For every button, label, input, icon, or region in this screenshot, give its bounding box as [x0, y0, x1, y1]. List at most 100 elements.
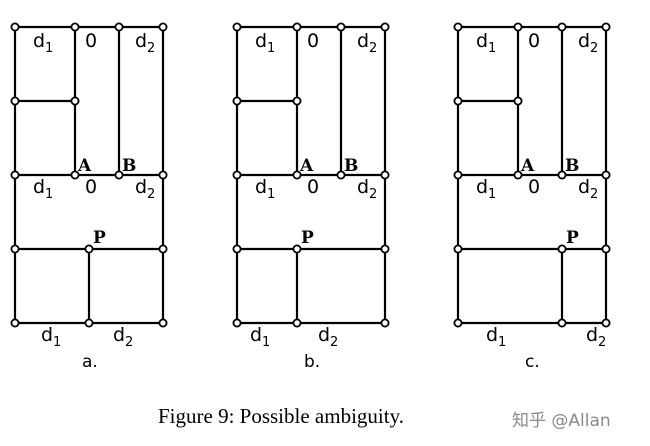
label-d1-bottom-subscript: 1 [262, 335, 270, 350]
node-13 [232, 318, 242, 328]
node-12 [601, 244, 611, 254]
label-d1-middle: d [255, 176, 267, 198]
node-12 [158, 244, 168, 254]
label-d1-middle: d [476, 176, 488, 198]
label-d1-middle-subscript: 1 [267, 187, 275, 202]
label-d2-bottom-subscript: 2 [598, 335, 606, 350]
label-zero-middle: 0 [307, 176, 319, 198]
label-d1-top-subscript: 1 [267, 41, 275, 56]
panel-letter-b: b. [304, 352, 320, 372]
label-d2-bottom: d [318, 324, 330, 346]
label-P: P [566, 228, 579, 248]
node-11 [292, 244, 302, 254]
node-14 [292, 318, 302, 328]
node-3 [601, 22, 611, 32]
node-6 [10, 170, 20, 180]
label-d1-middle-subscript: 1 [488, 187, 496, 202]
label-d1-top: d [476, 30, 488, 52]
node-2 [114, 22, 124, 32]
node-3 [158, 22, 168, 32]
label-d2-middle-subscript: 2 [147, 187, 155, 202]
node-0 [232, 22, 242, 32]
panel-letter-c: c. [525, 352, 540, 372]
watermark-text: 知乎 @Allan [512, 411, 611, 431]
node-0 [453, 22, 463, 32]
node-8 [557, 170, 567, 180]
node-10 [10, 244, 20, 254]
label-A: A [520, 156, 535, 176]
panel-letter-a: a. [82, 352, 98, 372]
node-1 [70, 22, 80, 32]
label-B: B [565, 156, 579, 176]
figure-caption: Figure 9: Possible ambiguity. [158, 404, 404, 428]
label-d2-top: d [578, 30, 590, 52]
label-d1-bottom: d [41, 324, 53, 346]
label-d1-top-subscript: 1 [488, 41, 496, 56]
node-10 [453, 244, 463, 254]
label-d2-top-subscript: 2 [369, 41, 377, 56]
label-zero-top: 0 [85, 30, 97, 52]
node-2 [336, 22, 346, 32]
label-d2-top: d [357, 30, 369, 52]
label-A: A [77, 156, 92, 176]
node-14 [84, 318, 94, 328]
label-d1-top: d [33, 30, 45, 52]
node-5 [513, 96, 523, 106]
node-14 [557, 318, 567, 328]
label-d2-middle-subscript: 2 [590, 187, 598, 202]
node-15 [380, 318, 390, 328]
node-12 [380, 244, 390, 254]
label-d1-middle-subscript: 1 [45, 187, 53, 202]
label-d2-middle: d [357, 176, 369, 198]
node-7 [513, 170, 523, 180]
node-13 [10, 318, 20, 328]
node-2 [557, 22, 567, 32]
label-d2-middle: d [578, 176, 590, 198]
label-B: B [344, 156, 358, 176]
node-7 [292, 170, 302, 180]
node-9 [601, 170, 611, 180]
label-d2-middle-subscript: 2 [369, 187, 377, 202]
node-8 [114, 170, 124, 180]
node-4 [232, 96, 242, 106]
label-d2-bottom: d [113, 324, 125, 346]
node-15 [601, 318, 611, 328]
label-A: A [299, 156, 314, 176]
node-15 [158, 318, 168, 328]
node-8 [336, 170, 346, 180]
label-d1-middle: d [33, 176, 45, 198]
node-1 [292, 22, 302, 32]
label-d2-top-subscript: 2 [590, 41, 598, 56]
node-9 [380, 170, 390, 180]
label-P: P [301, 228, 314, 248]
node-4 [453, 96, 463, 106]
label-d2-bottom-subscript: 2 [330, 335, 338, 350]
node-11 [557, 244, 567, 254]
node-6 [453, 170, 463, 180]
label-zero-top: 0 [528, 30, 540, 52]
node-4 [10, 96, 20, 106]
label-d2-middle: d [135, 176, 147, 198]
label-P: P [93, 228, 106, 248]
node-5 [70, 96, 80, 106]
label-zero-middle: 0 [85, 176, 97, 198]
label-d2-bottom-subscript: 2 [125, 335, 133, 350]
label-d1-bottom: d [486, 324, 498, 346]
node-7 [70, 170, 80, 180]
node-5 [292, 96, 302, 106]
label-d2-top-subscript: 2 [147, 41, 155, 56]
node-11 [84, 244, 94, 254]
label-d1-bottom: d [250, 324, 262, 346]
node-13 [453, 318, 463, 328]
label-d2-bottom: d [586, 324, 598, 346]
label-d2-top: d [135, 30, 147, 52]
label-d1-bottom-subscript: 1 [53, 335, 61, 350]
node-0 [10, 22, 20, 32]
label-d1-bottom-subscript: 1 [498, 335, 506, 350]
label-d1-top: d [255, 30, 267, 52]
label-zero-top: 0 [307, 30, 319, 52]
